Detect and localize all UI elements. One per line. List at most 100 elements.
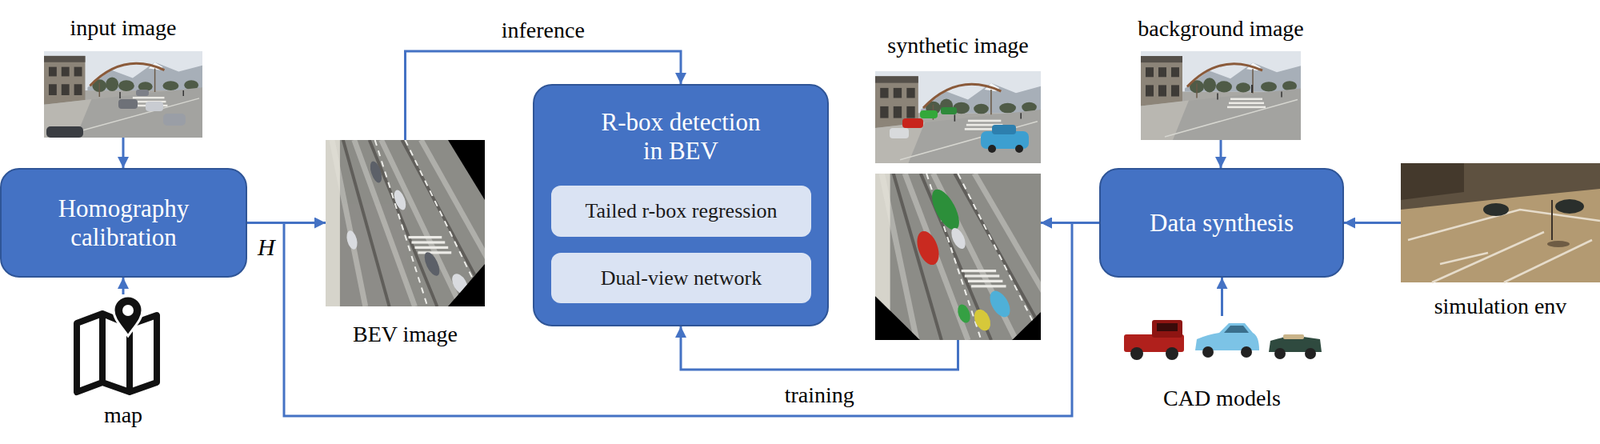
node-label: Data synthesis (1149, 208, 1294, 238)
flow-arrow (122, 277, 125, 295)
simulation-render-part (1408, 209, 1600, 283)
node-label: BEV image (352, 320, 458, 348)
simulation-render (1400, 163, 1600, 283)
cad-models-part (1130, 347, 1144, 360)
process-box: Homography calibration (0, 168, 248, 278)
module-box: Dual-view network (551, 252, 812, 304)
synthetic-bev-part-part (926, 185, 964, 235)
node-label: map (104, 401, 143, 429)
synthetic-photo-part (902, 118, 924, 128)
simulation-render-part (1400, 163, 1600, 283)
synthetic-bev-part-part (985, 287, 1014, 320)
background-photo-part (1140, 51, 1301, 140)
image-panel: simulation env (1400, 163, 1600, 320)
synthetic-bev-part-part (875, 173, 1049, 340)
bev-photo-part-part (344, 188, 472, 297)
process-box: R-box detection in BEV Tailed r-box regre… (532, 84, 829, 327)
edge-label-text: inference (501, 17, 585, 43)
cad-models-part (1304, 348, 1316, 360)
input-photo-part (136, 89, 149, 96)
synthetic-photo-part (992, 124, 1016, 135)
cad-models-part (1202, 346, 1214, 358)
synthetic-photo-part (920, 110, 938, 119)
input-photo-part (163, 113, 186, 126)
bev-photo-part-part-part (344, 229, 360, 251)
symbol-text: H (257, 233, 276, 260)
node-label: Dual-view network (600, 266, 762, 291)
simulation-render-part (1400, 163, 1464, 200)
synthetic-bev-part-part (955, 302, 972, 324)
synthetic-bev-part-part (948, 225, 969, 251)
background-photo (1140, 51, 1301, 140)
image-panel: input image (44, 14, 203, 138)
synthetic-photo-part (988, 144, 996, 153)
input-photo-part (46, 126, 84, 138)
node-label: simulation env (1434, 292, 1568, 320)
map-icon-part (122, 304, 134, 316)
bev-photo-part-part-part (368, 160, 384, 184)
input-photo-part (118, 99, 138, 109)
bev-photo-part (325, 140, 493, 307)
bev-photo-part-part-part (448, 271, 472, 297)
cad-models (1124, 320, 1322, 360)
flow-arrow (122, 137, 125, 168)
edge-label-text: training (784, 382, 855, 408)
synthetic-photo-part (875, 71, 1041, 164)
cad-models-part (1240, 346, 1252, 358)
symbol-label: H (257, 233, 276, 261)
synthetic-bev-part-part (912, 228, 944, 268)
bev-photo (325, 140, 493, 307)
image-panel: CAD models (1122, 316, 1322, 412)
flow-arrow (680, 326, 959, 370)
node-label: background image (1137, 15, 1304, 43)
node-label: input image (70, 14, 177, 42)
edge-label: inference (498, 16, 588, 44)
edge-label: training (781, 381, 858, 409)
flow-arrow (1220, 140, 1223, 168)
map-icon (76, 296, 157, 392)
simulation-render-part-part (1440, 252, 1488, 264)
background-photo-part (1251, 84, 1253, 93)
bev-photo-part-part (368, 160, 443, 279)
node-label: R-box detection in BEV (595, 108, 768, 165)
synthetic-bev (875, 173, 1049, 340)
synthetic-photo-part (940, 107, 957, 115)
input-photo-part (44, 51, 203, 138)
image-panel: BEV image (325, 140, 485, 348)
cad-models-part (1283, 334, 1304, 340)
map-icon-part (113, 296, 143, 336)
image-panel: synthetic image (875, 32, 1041, 340)
node-label: Homography calibration (17, 194, 230, 252)
flow-arrow (1344, 221, 1401, 224)
cad-models-part (1274, 348, 1286, 360)
synthetic-bev-part (875, 173, 1049, 340)
map-icon-part (76, 313, 157, 392)
simulation-render-part (1547, 240, 1570, 248)
cad-models-part (1156, 323, 1178, 332)
simulation-render-part (1483, 203, 1509, 216)
cad-models-part (1152, 320, 1183, 338)
synthetic-photo-part (889, 128, 909, 139)
synthetic-bev-part-part (971, 307, 994, 334)
image-panel: background image (1140, 15, 1301, 140)
flow-arrow (1040, 221, 1100, 224)
bev-photo-part-part-part (392, 188, 408, 212)
node-label: CAD models (1163, 384, 1281, 412)
cad-models-part (1224, 325, 1249, 333)
node-label: Tailed r-box regression (584, 199, 777, 224)
synthetic-photo (875, 71, 1041, 164)
simulation-render-part (1555, 199, 1584, 214)
bev-photo-part-part-part (421, 250, 443, 279)
synthetic-photo-part (1015, 144, 1024, 153)
cad-models-part (1195, 323, 1260, 351)
simulation-render-part-part (1504, 240, 1592, 283)
input-photo-part (145, 101, 164, 112)
input-photo (44, 51, 203, 138)
module-box: Tailed r-box regression (551, 185, 812, 237)
cad-models-part (1165, 347, 1179, 360)
image-panel: map (71, 294, 176, 429)
node-label: synthetic image (887, 32, 1029, 60)
flow-arrow (1220, 277, 1224, 316)
bev-photo-part-part (325, 140, 493, 307)
